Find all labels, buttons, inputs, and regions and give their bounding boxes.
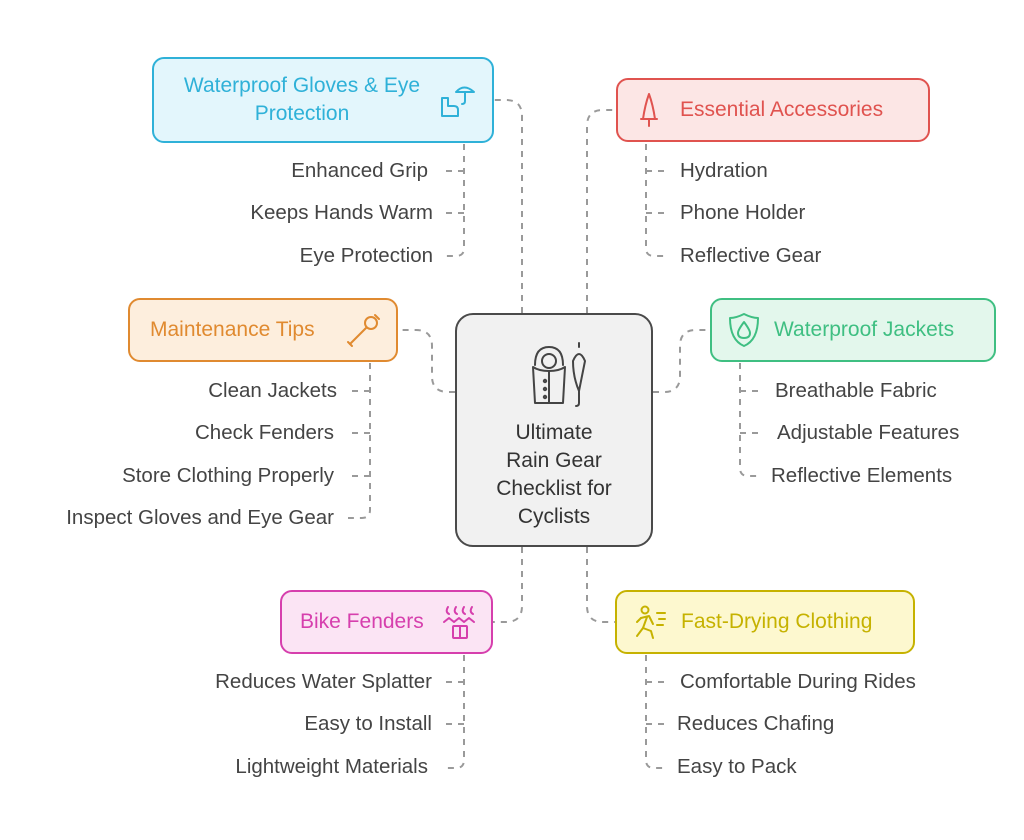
raincoat-umbrella-icon — [532, 342, 586, 407]
category-clothing-title: Fast-Drying Clothing — [681, 610, 873, 633]
items-line-accessories — [645, 144, 666, 257]
category-jackets: Waterproof Jackets — [710, 298, 996, 362]
water-drop-shield-icon — [728, 312, 760, 348]
connector-gloves — [494, 99, 523, 313]
item-jackets-1: Breathable Fabric — [775, 379, 937, 402]
item-maintenance-3: Store Clothing Properly — [122, 464, 334, 487]
central-topic: Ultimate Rain Gear Checklist for Cyclist… — [455, 313, 653, 547]
item-accessories-2: Phone Holder — [680, 201, 806, 224]
item-gloves-1: Enhanced Grip — [291, 159, 428, 182]
item-gloves-2: Keeps Hands Warm — [250, 201, 433, 224]
items-line-maintenance — [348, 363, 371, 519]
category-accessories-title: Essential Accessories — [680, 98, 884, 121]
category-accessories: Essential Accessories — [616, 78, 930, 142]
running-person-icon — [633, 604, 667, 640]
category-fenders-title: Bike Fenders — [300, 610, 424, 633]
rain-fender-icon — [441, 604, 479, 640]
central-topic-title: Ultimate Rain Gear Checklist for Cyclist… — [496, 421, 612, 528]
item-fenders-1: Reduces Water Splatter — [215, 670, 432, 693]
item-maintenance-2: Check Fenders — [194, 421, 334, 444]
bell-icon — [636, 91, 662, 129]
category-gloves-title: Waterproof Gloves & Eye Protection — [183, 74, 421, 125]
category-maintenance: Maintenance Tips — [128, 298, 398, 362]
connector-fenders — [493, 547, 523, 623]
items-line-jackets — [739, 363, 760, 477]
category-maintenance-title: Maintenance Tips — [150, 318, 315, 341]
item-gloves-3: Eye Protection — [299, 244, 433, 267]
hand-umbrella-icon — [438, 82, 478, 118]
items-line-gloves — [444, 144, 465, 257]
item-clothing-2: Reduces Chafing — [677, 712, 835, 735]
connector-maintenance — [398, 329, 455, 393]
wrench-icon — [346, 312, 382, 348]
category-fenders: Bike Fenders — [280, 590, 493, 654]
item-clothing-3: Easy to Pack — [677, 755, 797, 778]
item-maintenance-1: Clean Jackets — [208, 379, 337, 402]
connector-clothing — [586, 547, 615, 623]
category-jackets-title: Waterproof Jackets — [774, 318, 955, 341]
item-jackets-3: Reflective Elements — [771, 464, 953, 487]
connector-accessories — [586, 109, 616, 313]
items-line-fenders — [444, 655, 465, 769]
item-clothing-1: Comfortable During Rides — [680, 670, 916, 693]
item-accessories-1: Hydration — [680, 159, 768, 182]
item-accessories-3: Reflective Gear — [680, 244, 822, 267]
item-maintenance-4: Inspect Gloves and Eye Gear — [66, 506, 334, 529]
item-fenders-2: Easy to Install — [304, 712, 432, 735]
connector-jackets — [653, 329, 710, 393]
category-gloves: Waterproof Gloves & Eye Protection — [152, 57, 494, 143]
category-clothing: Fast-Drying Clothing — [615, 590, 915, 654]
item-fenders-3: Lightweight Materials — [235, 755, 428, 778]
items-line-clothing — [645, 655, 666, 769]
item-jackets-2: Adjustable Features — [777, 421, 960, 444]
